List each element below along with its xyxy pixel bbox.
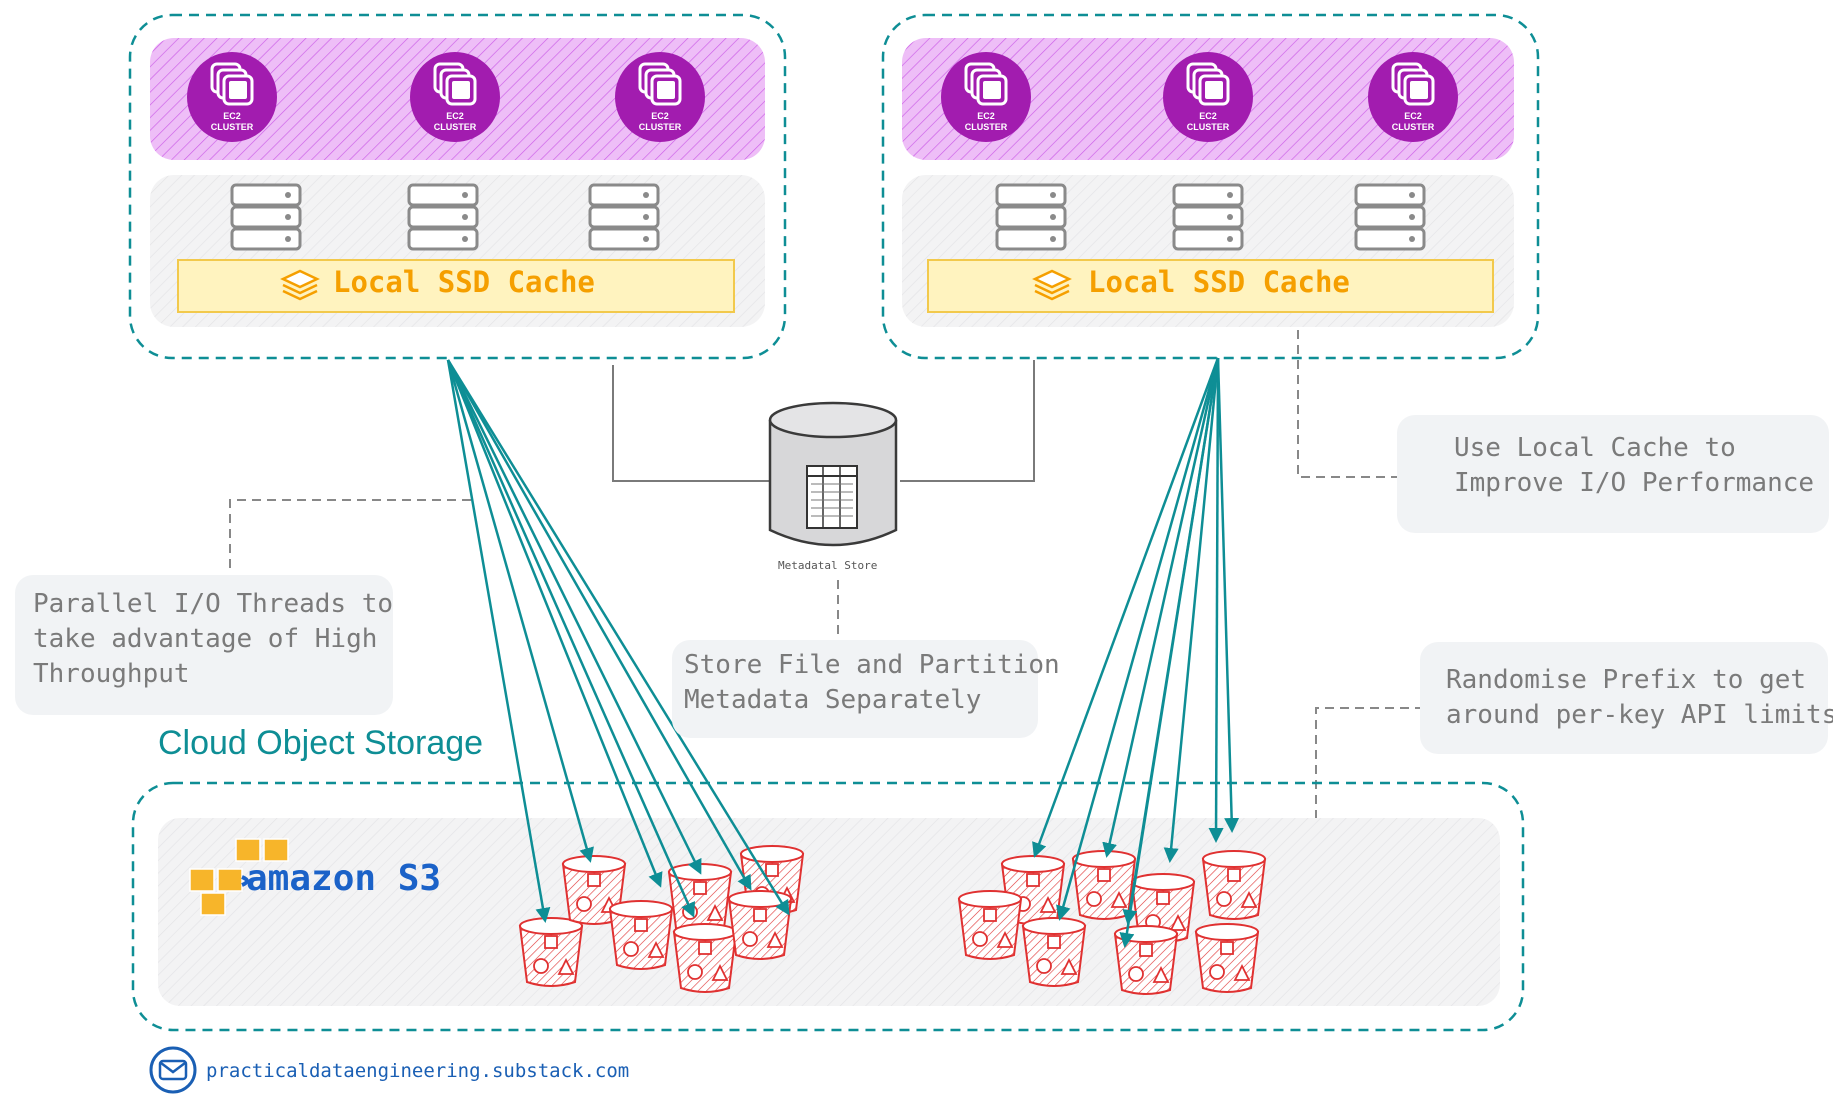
s3-bucket-icon — [958, 890, 1022, 960]
svg-text:EC2: EC2 — [977, 111, 995, 121]
svg-text:CLUSTER: CLUSTER — [211, 122, 254, 132]
note-local-cache: Use Local Cache to Improve I/O Performan… — [1397, 415, 1829, 533]
svg-text:CLUSTER: CLUSTER — [639, 122, 682, 132]
database-icon — [768, 401, 898, 547]
s3-bucket-icon — [519, 917, 583, 987]
svg-text:EC2: EC2 — [446, 111, 464, 121]
svg-text:CLUSTER: CLUSTER — [965, 122, 1008, 132]
ec2-cluster-icon: EC2 CLUSTER — [1366, 50, 1460, 144]
s3-bucket-icon — [1072, 850, 1136, 920]
ec2-cluster-icon: EC2 CLUSTER — [1161, 50, 1255, 144]
amazon-s3-brand: amazon S3 — [246, 858, 442, 899]
svg-text:CLUSTER: CLUSTER — [1187, 122, 1230, 132]
ec2-cluster-icon: EC2 CLUSTER — [408, 50, 502, 144]
footer-link[interactable]: practicaldataengineering.substack.com — [206, 1060, 630, 1082]
server-rack-icon — [995, 183, 1067, 251]
parallel-io-arrows-left — [446, 359, 790, 923]
metadata-connectors — [612, 360, 1035, 482]
note-parallel-io: Parallel I/O Threads to take advantage o… — [15, 575, 393, 715]
metadata-store-label: Metadatal Store — [778, 559, 878, 572]
svg-text:CLUSTER: CLUSTER — [1392, 122, 1435, 132]
s3-bucket-icon — [668, 863, 732, 933]
object-storage-container — [131, 781, 1525, 1032]
server-rack-icon — [230, 183, 302, 251]
svg-text:EC2: EC2 — [223, 111, 241, 121]
amazon-s3-logo — [189, 838, 289, 916]
svg-text:EC2: EC2 — [651, 111, 669, 121]
svg-text:EC2: EC2 — [1404, 111, 1422, 121]
s3-bucket-icon — [1195, 923, 1259, 993]
server-rack-icon — [1354, 183, 1426, 251]
note-prefix: Randomise Prefix to get around per-key A… — [1420, 642, 1833, 754]
s3-bucket-icon — [609, 900, 673, 970]
cache-label-right: Local SSD Cache — [1088, 265, 1350, 299]
s3-bucket-icon — [1202, 850, 1266, 920]
ec2-cluster-icon: EC2 CLUSTER — [185, 50, 279, 144]
s3-bucket-icon — [1114, 925, 1178, 995]
svg-text:CLUSTER: CLUSTER — [434, 122, 477, 132]
storage-title: Cloud Object Storage — [158, 724, 484, 762]
server-rack-icon — [407, 183, 479, 251]
s3-bucket-icon — [1022, 917, 1086, 987]
note-metadata: Store File and Partition Metadata Separa… — [672, 640, 1060, 738]
parallel-io-arrows-right — [1032, 357, 1240, 948]
svg-text:EC2: EC2 — [1199, 111, 1217, 121]
cache-label-left: Local SSD Cache — [333, 265, 595, 299]
ec2-cluster-icon: EC2 CLUSTER — [613, 50, 707, 144]
s3-bucket-icon — [673, 923, 737, 993]
server-rack-icon — [1172, 183, 1244, 251]
mail-icon — [149, 1046, 197, 1094]
server-rack-icon — [588, 183, 660, 251]
ec2-cluster-icon: EC2 CLUSTER — [939, 50, 1033, 144]
